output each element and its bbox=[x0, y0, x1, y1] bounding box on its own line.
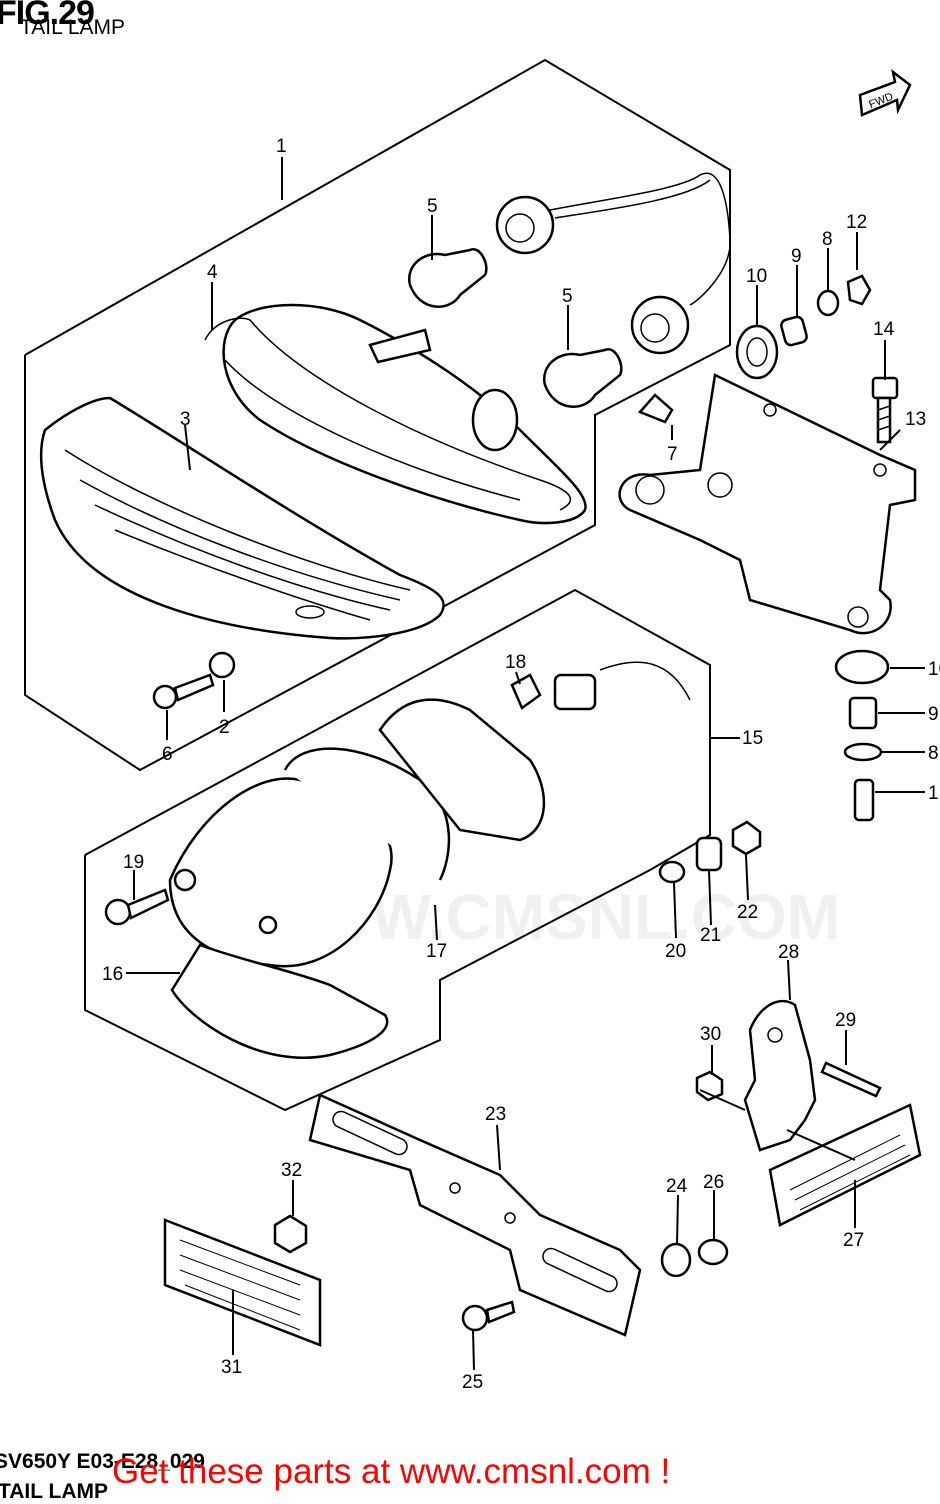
upper-fasteners bbox=[735, 274, 899, 444]
callout-10: 10 bbox=[746, 266, 767, 287]
screw-part bbox=[152, 673, 215, 710]
leader-lines bbox=[126, 157, 925, 1371]
screw-19-part bbox=[104, 888, 170, 926]
callout-2: 2 bbox=[219, 717, 230, 738]
bulb-small-part bbox=[510, 673, 542, 710]
nut-30-part bbox=[695, 1070, 724, 1102]
callout-9: 9 bbox=[791, 246, 802, 267]
reflector-bracket-part bbox=[743, 999, 817, 1152]
callout-29: 29 bbox=[835, 1010, 856, 1031]
bolt-29-part bbox=[820, 1061, 882, 1098]
callout-5a: 5 bbox=[427, 196, 438, 217]
callout-5b: 5 bbox=[562, 286, 573, 307]
license-lamp-part bbox=[168, 698, 546, 1059]
clip-part bbox=[637, 393, 674, 424]
forward-arrow-icon: FWD bbox=[858, 68, 912, 117]
washer-20-part bbox=[658, 860, 686, 884]
parts-diagram: FWD bbox=[24, 58, 940, 1393]
callout-1b: 1 bbox=[928, 783, 939, 804]
callout-15: 15 bbox=[742, 728, 763, 749]
outer-lens-part bbox=[39, 396, 445, 640]
callout-3: 3 bbox=[180, 409, 191, 430]
bulb-lower-part bbox=[542, 348, 623, 408]
callout-20: 20 bbox=[665, 941, 686, 962]
screw-25-part bbox=[461, 1300, 516, 1332]
nut-32-part bbox=[273, 1214, 308, 1254]
callout-28: 28 bbox=[778, 942, 799, 963]
callout-12: 12 bbox=[846, 212, 867, 233]
callout-9b: 9 bbox=[928, 704, 939, 725]
rear-reflector-part bbox=[163, 1218, 322, 1347]
callout-16: 16 bbox=[102, 964, 123, 985]
callout-13: 13 bbox=[905, 409, 926, 430]
callout-27: 27 bbox=[843, 1230, 864, 1251]
cta-link[interactable]: Get these parts at www.cmsnl.com ! bbox=[112, 1452, 671, 1491]
callout-21: 21 bbox=[700, 925, 721, 946]
callout-23: 23 bbox=[485, 1104, 506, 1125]
callout-30: 30 bbox=[700, 1024, 721, 1045]
plate-bracket-part bbox=[308, 1093, 642, 1337]
callout-31: 31 bbox=[221, 1357, 242, 1378]
callout-17: 17 bbox=[426, 941, 447, 962]
washer-24-part bbox=[660, 1242, 692, 1278]
figure-title: TAIL LAMP bbox=[20, 16, 126, 39]
callouts: 1 2 3 4 5 5 6 7 8 9 10 12 13 14 15 16 17… bbox=[102, 136, 940, 1393]
figure-number: FIG.29 bbox=[0, 0, 95, 32]
bolt-part bbox=[871, 376, 899, 444]
callout-10b: 10 bbox=[928, 659, 940, 680]
lamp-socket-part bbox=[553, 661, 691, 711]
bracket-part bbox=[618, 373, 917, 635]
callout-4: 4 bbox=[207, 262, 218, 283]
nut-22-part bbox=[731, 820, 762, 856]
right-fasteners bbox=[834, 649, 890, 822]
callout-8b: 8 bbox=[928, 743, 939, 764]
callout-8: 8 bbox=[822, 229, 833, 250]
callout-14: 14 bbox=[873, 319, 895, 340]
upper-assembly-frame bbox=[24, 58, 731, 772]
callout-24: 24 bbox=[666, 1176, 688, 1197]
callout-32: 32 bbox=[281, 1160, 302, 1181]
callout-26: 26 bbox=[703, 1172, 724, 1193]
bulb-upper-part bbox=[407, 248, 488, 308]
lamp-housing-part bbox=[204, 303, 587, 525]
callout-18: 18 bbox=[505, 652, 526, 673]
callout-1: 1 bbox=[276, 136, 287, 157]
washer-part bbox=[208, 651, 236, 679]
socket-wiring-part bbox=[495, 172, 731, 355]
callout-7: 7 bbox=[667, 444, 678, 465]
lower-assembly-frame bbox=[84, 588, 711, 1112]
bracket-hole bbox=[767, 1027, 783, 1043]
callout-22: 22 bbox=[737, 902, 758, 923]
callout-6: 6 bbox=[162, 744, 173, 765]
nut-26-part bbox=[697, 1238, 729, 1266]
footer-caption: TAIL LAMP bbox=[0, 1480, 109, 1503]
callout-25: 25 bbox=[462, 1372, 483, 1393]
collar-21-part bbox=[695, 836, 723, 872]
model-code: SV650Y E03-E28_029 bbox=[0, 1450, 205, 1473]
callout-19: 19 bbox=[123, 852, 144, 873]
